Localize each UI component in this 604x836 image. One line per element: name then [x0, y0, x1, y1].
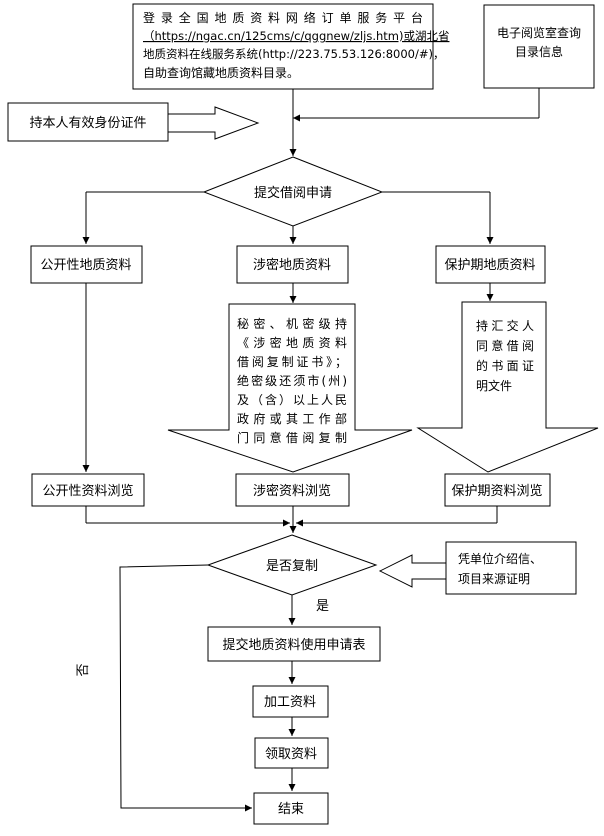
id-card-label: 持本人有效身份证件: [29, 115, 146, 131]
login-box: 登录全国地质资料网络订单服务平台 （https://ngac.cn/125cms…: [132, 3, 449, 90]
apply-form-label: 提交地质资料使用申请表: [222, 637, 365, 653]
reading-room-line-2: 目录信息: [515, 44, 563, 59]
public-label: 公开性地质资料: [40, 258, 131, 273]
unit-letter-line-2: 项目来源证明: [458, 572, 530, 586]
login-line-4: 自助查询馆藏地质资料目录。: [143, 65, 299, 80]
receive-label: 领取资料: [265, 747, 317, 762]
classified-box: 涉密地质资料: [236, 245, 349, 284]
public-box: 公开性地质资料: [30, 245, 143, 284]
protected-note-block: [416, 301, 599, 473]
unit-letter-line-1: 凭单位介绍信、: [458, 551, 542, 566]
protected-note-line-4: 明文件: [476, 378, 512, 393]
reading-room-box: 电子阅览室查询 目录信息: [483, 4, 595, 89]
yes-label: 是: [316, 599, 329, 614]
protected-label: 保护期地质资料: [444, 258, 535, 273]
protected-browse-box: 保护期资料浏览: [444, 473, 551, 507]
classified-note-block: [167, 303, 413, 473]
id-card-box: 持本人有效身份证件: [7, 102, 169, 142]
public-browse-label: 公开性资料浏览: [42, 483, 133, 499]
classified-note-line-6: 政府或其工作部: [237, 411, 347, 426]
protected-box: 保护期地质资料: [435, 245, 546, 284]
process-box: 加工资料: [252, 685, 329, 718]
no-label: 否: [76, 663, 91, 676]
receive-box: 领取资料: [254, 737, 329, 769]
unit-letter-box: 凭单位介绍信、 项目来源证明: [445, 541, 577, 595]
public-browse-box: 公开性资料浏览: [31, 473, 145, 507]
classified-browse-box: 涉密资料浏览: [235, 473, 350, 507]
end-label: 结束: [278, 802, 304, 817]
copy-decision-diamond: 是否复制: [206, 534, 378, 596]
copy-decision-label: 是否复制: [266, 559, 318, 574]
no-path-arrow: [119, 564, 252, 812]
process-label: 加工资料: [264, 695, 316, 710]
end-box: 结束: [253, 792, 329, 825]
classified-note-line-3: 借阅复制证书》；: [237, 355, 347, 369]
reading-room-line-1: 电子阅览室查询: [497, 25, 581, 40]
classified-browse-label: 涉密资料浏览: [253, 483, 331, 499]
protected-browse-label: 保护期资料浏览: [451, 483, 542, 499]
unit-letter-block-arrow: [378, 554, 447, 588]
classified-note-line-5: 及（含）以上人民: [237, 392, 347, 407]
submit-diamond: 提交借阅申请: [202, 156, 384, 227]
submit-label: 提交借阅申请: [254, 185, 332, 201]
apply-form-box: 提交地质资料使用申请表: [207, 626, 381, 662]
login-line-2: （https://ngac.cn/125cms/c/qggnew/zljs.ht…: [143, 29, 449, 43]
id-card-block-arrow: [167, 106, 260, 140]
classified-note-line-1: 秘密、机密级持: [237, 316, 347, 331]
classified-note-line-2: 《涉密地质资料: [237, 335, 347, 350]
classified-note-line-7: 门同意借阅复制: [237, 430, 347, 445]
classified-label: 涉密地质资料: [253, 257, 331, 273]
login-line-3: 地质资料在线服务系统(http://223.75.53.126:8000/#)，: [143, 47, 445, 61]
